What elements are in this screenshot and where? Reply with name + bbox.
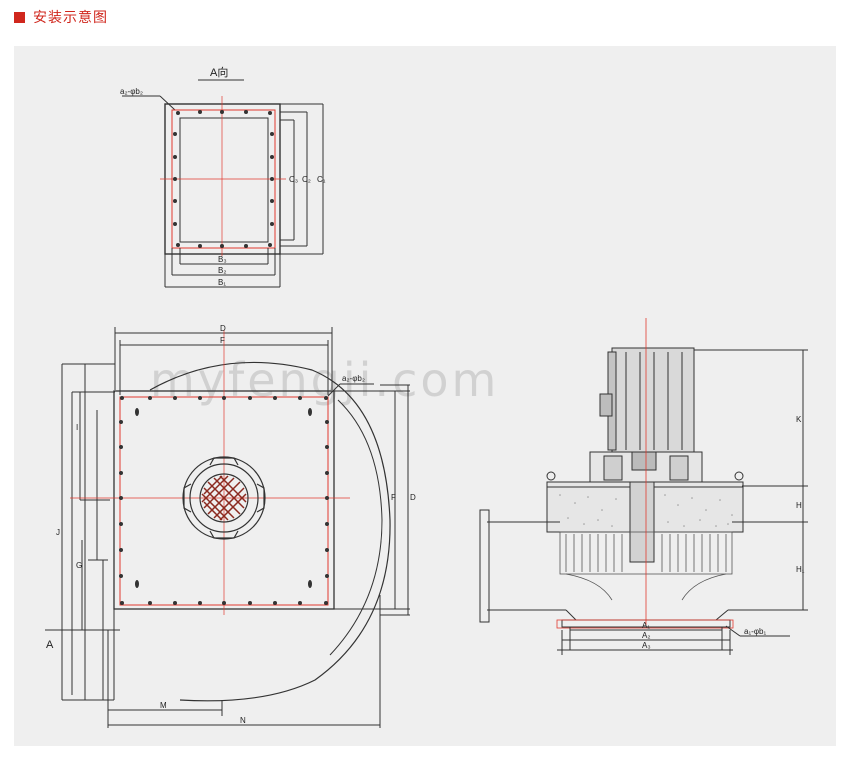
side-label-a2: A₂ bbox=[642, 631, 650, 640]
section-title: 安装示意图 bbox=[33, 10, 108, 26]
front-label-f-right: F bbox=[391, 493, 396, 502]
side-label-h1: H₁ bbox=[796, 565, 805, 574]
inlet-grille bbox=[201, 475, 247, 521]
front-view-bolt-holes bbox=[119, 396, 329, 605]
view-a-title: A向 bbox=[210, 65, 228, 79]
motor bbox=[589, 347, 703, 483]
side-label-a3: A₃ bbox=[642, 641, 651, 650]
front-label-d-right: D bbox=[410, 493, 416, 502]
view-a-bolt-holes bbox=[173, 110, 274, 248]
side-label-a1: A₁ bbox=[642, 621, 650, 630]
base-texture bbox=[559, 494, 733, 527]
label-b2: B₂ bbox=[218, 266, 226, 275]
side-label-k: K bbox=[796, 415, 802, 424]
label-c3: C₃ bbox=[289, 175, 298, 184]
diagram-panel bbox=[14, 46, 836, 746]
view-a-hole-label: a₂-φb₂ bbox=[120, 87, 143, 96]
front-view bbox=[45, 327, 410, 728]
side-dims bbox=[557, 349, 808, 655]
label-c1: C₁ bbox=[317, 175, 326, 184]
label-c2: C₂ bbox=[302, 175, 311, 184]
front-label-g: G bbox=[76, 561, 82, 570]
front-label-m: M bbox=[160, 701, 167, 710]
front-label-i: I bbox=[76, 423, 78, 432]
watermark: myfengji.com bbox=[150, 353, 499, 407]
front-label-a: A bbox=[46, 639, 54, 651]
impeller bbox=[559, 531, 733, 601]
section-marker bbox=[14, 11, 25, 23]
side-hole-label: a₁-φb₁ bbox=[744, 627, 766, 636]
inlet bbox=[182, 456, 266, 540]
front-label-n: N bbox=[240, 716, 246, 725]
front-label-j: J bbox=[56, 528, 60, 537]
front-label-f-top: F bbox=[220, 336, 225, 345]
label-b1: B₁ bbox=[218, 278, 226, 287]
view-a: A向 a₂-φb₂ bbox=[120, 65, 324, 288]
side-label-h: H bbox=[796, 501, 802, 510]
base-block bbox=[546, 471, 744, 563]
label-b3: B₃ bbox=[218, 255, 227, 264]
front-hole-label: a₂-φb₂ bbox=[342, 374, 365, 383]
section-header: 安装示意图 bbox=[14, 8, 108, 26]
front-label-d-top: D bbox=[220, 324, 226, 333]
